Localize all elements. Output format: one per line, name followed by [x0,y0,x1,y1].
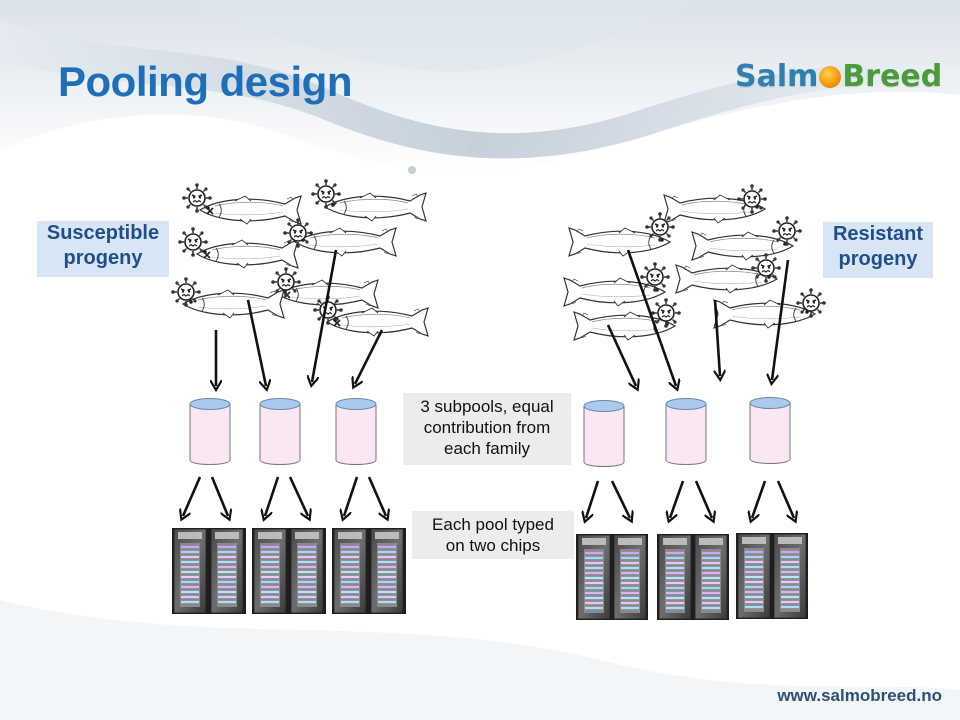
cylinder-pool-icon [749,397,791,464]
arrow-icon [265,476,280,516]
genotyping-chip-icon [657,533,693,621]
arrow-icon [715,299,720,376]
arrow-icon [586,480,600,518]
arrow-icon [610,480,630,518]
subpools-note-line3: each family [444,439,530,458]
resistant-pools [583,397,791,467]
resistant-label-line2: progeny [838,248,918,270]
arrow-icon [606,324,636,386]
salmon-icon [199,195,302,225]
chips-note-line2: on two chips [445,536,541,555]
page-title: Pooling design [58,58,353,105]
salmon-icon [182,289,285,319]
arrow-icon [772,259,790,380]
genotyping-chip-icon [736,532,772,620]
genotyping-chip-icon [369,527,405,615]
susceptible-chips [172,527,406,615]
susceptible-fish-group [170,178,429,337]
salmon-icon [324,192,427,222]
arrow-icon [344,476,359,516]
susceptible-progeny-label-front: Susceptible progeny [37,221,169,277]
chips-note-front: Each pool typed on two chips [412,511,574,559]
arrow-icon [288,476,308,516]
pool-to-chip-arrows [183,476,794,518]
subpools-note-line1: 3 subpools, equal [420,397,554,416]
arrow-icon [670,480,685,518]
orange-ball-icon [819,66,842,88]
arrow-icon [246,299,266,386]
genotyping-chip-icon [332,527,368,615]
arrow-icon [355,329,384,384]
resistant-label-line1: Resistant [832,223,924,245]
arrow-icon [312,249,338,382]
susceptible-pools [189,398,377,465]
cylinder-pool-icon [665,398,707,465]
genotyping-chip-icon [693,533,729,621]
salmon-icon [713,299,816,329]
logo-text-breed: Breed [842,58,943,94]
fish-to-pool-arrows [216,249,790,386]
subpools-note-front: 3 subpools, equal contribution from each… [403,393,571,465]
arrow-icon [694,480,712,518]
arrow-icon [367,476,386,516]
salmon-icon [326,307,429,337]
resistant-progeny-label-front: Resistant progeny [823,222,933,278]
salmon-icon [691,231,794,261]
arrow-icon [776,480,794,518]
cylinder-pool-icon [335,398,377,465]
salmobreed-logo: Salm Breed [735,56,942,96]
arrow-icon [752,480,767,518]
arrow-icon [626,249,676,386]
cylinder-pool-icon [583,400,625,467]
cylinder-pool-icon [189,398,231,465]
genotyping-chip-icon [289,527,325,615]
genotyping-chip-icon [209,527,245,615]
footer-url[interactable]: www.salmobreed.no [777,686,942,705]
subpools-note-line2: contribution from [423,418,551,437]
genotyping-chip-icon [172,527,208,615]
genotyping-chip-icon [612,533,648,621]
arrow-icon [210,476,228,516]
resistant-chips [576,532,808,621]
logo-text-salm: Salm [735,58,819,94]
genotyping-chip-icon [772,532,808,620]
salmon-icon [196,239,299,269]
cylinder-pool-icon [259,398,301,465]
arrow-icon [183,476,202,516]
genotyping-chip-icon [252,527,288,615]
susceptible-label-line1: Susceptible [46,222,160,244]
chips-note-line1: Each pool typed [432,515,554,534]
susceptible-label-line2: progeny [63,247,143,269]
genotyping-chip-icon [576,533,612,621]
